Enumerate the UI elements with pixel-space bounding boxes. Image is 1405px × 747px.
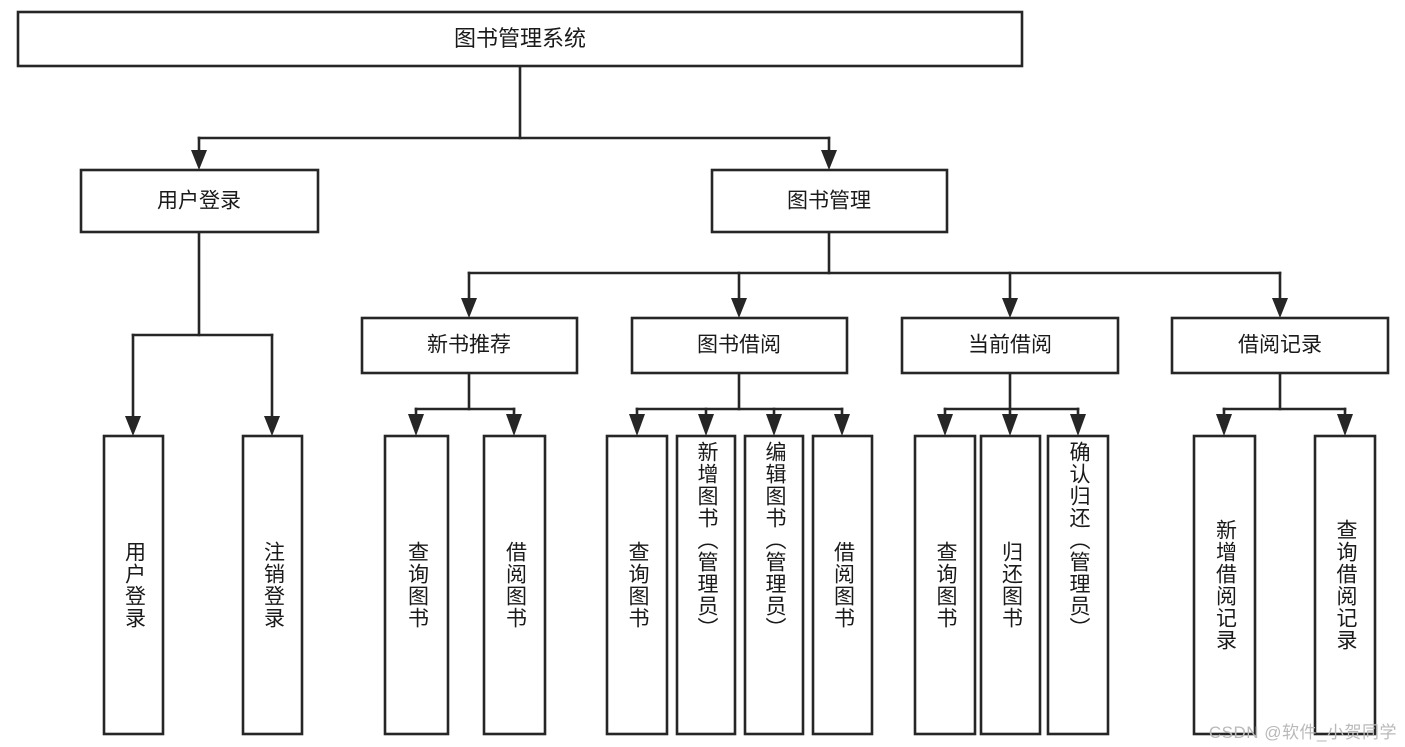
- node-book-borrow[interactable]: 图书借阅: [630, 316, 849, 375]
- leaf-box-query-books-3[interactable]: [913, 434, 977, 736]
- arrow-head-current-leaf-2: [1002, 414, 1018, 436]
- leaf-box-layer: [102, 434, 1377, 736]
- arrow-head-newbooks-leaf-2: [506, 414, 522, 436]
- leaf-box-borrow-books-2[interactable]: [811, 434, 874, 736]
- arrow-head-borrow-records: [1272, 298, 1288, 318]
- csdn-watermark: CSDN @软件_小贺同学: [1208, 723, 1397, 742]
- arrow-head-leaf-logout: [264, 416, 280, 436]
- leaf-box-return-books[interactable]: [979, 434, 1042, 736]
- leaf-box-confirm-return[interactable]: [1046, 434, 1110, 736]
- arrow-head-book-mgmt: [821, 150, 837, 170]
- arrow-head-new-books: [461, 298, 477, 318]
- arrow-head-current-borrow: [1002, 298, 1018, 318]
- arrow-head-user-login: [191, 150, 207, 170]
- leaf-box-edit-book-admin[interactable]: [743, 434, 805, 736]
- node-new-book-recommend[interactable]: 新书推荐: [360, 316, 579, 375]
- arrow-head-borrow-leaf-1: [629, 414, 645, 436]
- node-root-system[interactable]: 图书管理系统: [16, 10, 1024, 68]
- leaf-box-logout[interactable]: [241, 434, 304, 736]
- arrow-head-current-leaf-3: [1070, 414, 1086, 436]
- arrow-head-borrow-leaf-3: [766, 414, 782, 436]
- arrow-head-current-leaf-1: [937, 414, 953, 436]
- leaf-box-query-borrow-record[interactable]: [1313, 434, 1377, 736]
- node-book-management[interactable]: 图书管理: [710, 168, 949, 234]
- node-new-book-recommend-label: 新书推荐: [427, 334, 511, 357]
- arrow-head-newbooks-leaf-1: [408, 414, 424, 436]
- leaf-box-add-borrow-record[interactable]: [1192, 434, 1257, 736]
- arrow-head-book-borrow: [731, 298, 747, 318]
- leaf-box-add-book-admin[interactable]: [675, 434, 737, 736]
- node-root-system-label: 图书管理系统: [454, 26, 586, 51]
- connector-layer: [125, 64, 1353, 436]
- arrow-head-leaf-user-login: [125, 416, 141, 436]
- node-book-management-label: 图书管理: [787, 190, 871, 213]
- arrow-head-borrow-leaf-4: [834, 414, 850, 436]
- node-borrow-records[interactable]: 借阅记录: [1170, 316, 1390, 375]
- node-current-borrow[interactable]: 当前借阅: [900, 316, 1120, 375]
- leaf-box-borrow-books-1[interactable]: [482, 434, 547, 736]
- node-current-borrow-label: 当前借阅: [968, 334, 1052, 357]
- leaf-box-query-books-2[interactable]: [605, 434, 669, 736]
- node-book-borrow-label: 图书借阅: [697, 334, 781, 357]
- node-user-login[interactable]: 用户登录: [79, 168, 320, 234]
- arrow-head-records-leaf-1: [1216, 414, 1232, 436]
- leaf-box-query-books-1[interactable]: [383, 434, 450, 736]
- arrow-head-records-leaf-2: [1337, 414, 1353, 436]
- leaf-box-user-login[interactable]: [102, 434, 165, 736]
- node-borrow-records-label: 借阅记录: [1238, 334, 1322, 357]
- arrow-head-borrow-leaf-2: [698, 414, 714, 436]
- node-user-login-label: 用户登录: [157, 190, 241, 213]
